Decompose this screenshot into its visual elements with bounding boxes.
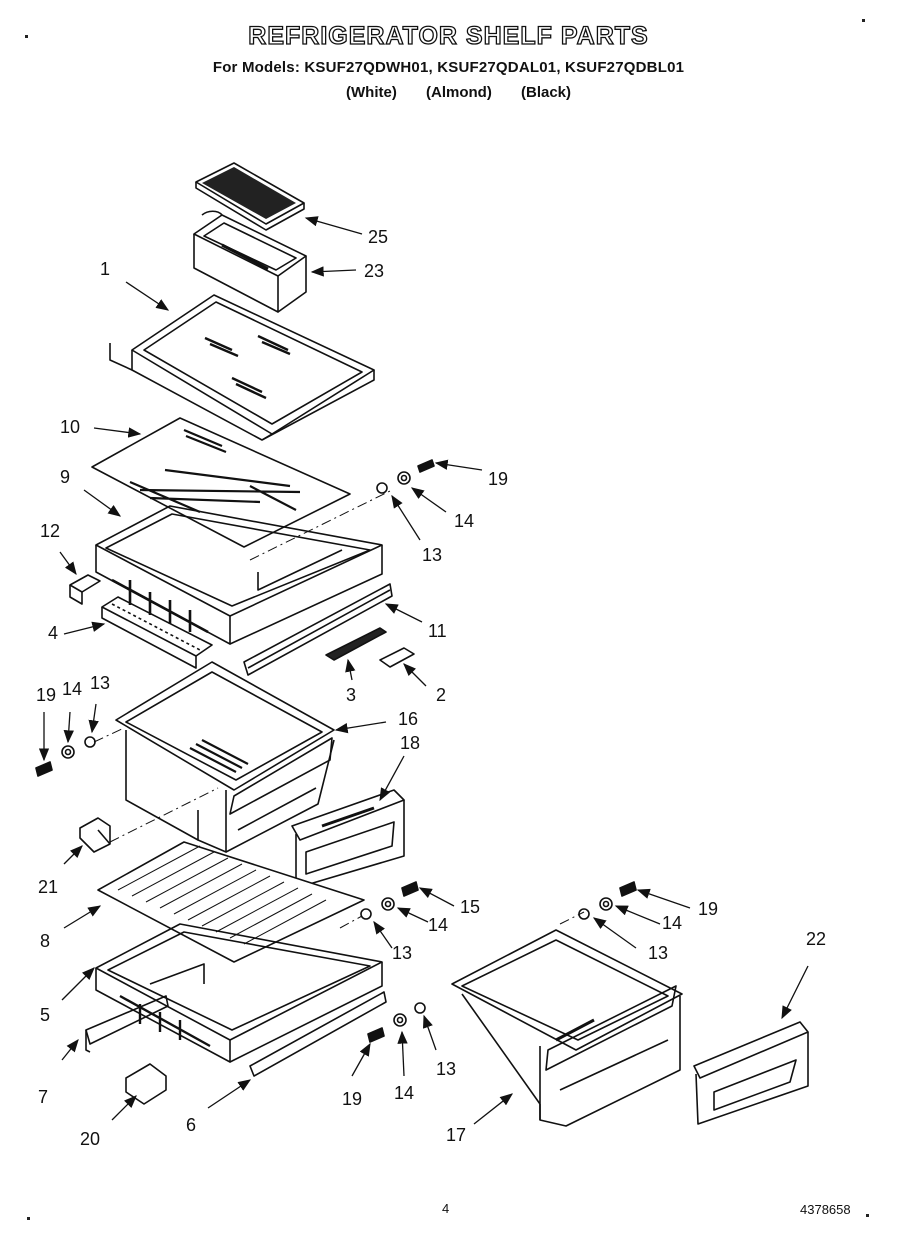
part-7-rail (85, 995, 169, 1053)
callout-21: 21 (38, 877, 59, 897)
callout-4: 4 (48, 623, 59, 643)
part-10-glass (91, 417, 351, 548)
corner-mark (25, 35, 28, 38)
color-label-black: (Black) (521, 84, 572, 101)
corner-mark (27, 1217, 30, 1220)
callout-14: 14 (62, 679, 83, 699)
callout-13: 13 (648, 943, 669, 963)
part-20-clip (125, 1063, 167, 1105)
callout-13: 13 (392, 943, 413, 963)
part-5-lower-frame (95, 923, 383, 1063)
corner-mark (866, 1214, 869, 1217)
callout-15: 15 (460, 897, 481, 917)
callout-11: 11 (428, 621, 447, 641)
callout-23: 23 (364, 261, 385, 281)
models-line: For Models: KSUF27QDWH01, KSUF27QDAL01, … (212, 59, 685, 76)
callout-8: 8 (40, 931, 51, 951)
callout-12: 12 (40, 521, 61, 541)
callout-19: 19 (342, 1089, 363, 1109)
hardware-right (578, 881, 637, 920)
part-12-bracket (69, 574, 101, 605)
callout-17: 17 (446, 1125, 467, 1145)
callout-10: 10 (60, 417, 81, 437)
callout-5: 5 (40, 1005, 51, 1025)
part-22-drawer-front (693, 1021, 809, 1125)
callout-13: 13 (436, 1059, 457, 1079)
callout-14: 14 (394, 1083, 415, 1103)
color-label-white: (White) (346, 84, 397, 101)
callout-14: 14 (454, 511, 475, 531)
part-8-shelf-insert (97, 841, 365, 963)
callout-20: 20 (80, 1129, 101, 1149)
callout-22: 22 (806, 929, 827, 949)
callout-13: 13 (90, 673, 111, 693)
hardware-left-middle (35, 736, 96, 777)
document-number: 4378658 (800, 1202, 851, 1217)
color-label-almond: (Almond) (426, 84, 492, 101)
part-23-bin (193, 210, 307, 313)
part-21-clip (79, 817, 111, 853)
callout-1: 1 (100, 259, 111, 279)
part-3-slide (325, 627, 387, 661)
callout-13: 13 (422, 545, 443, 565)
part-16-crisper (115, 661, 335, 853)
part-18-drawer-front (291, 789, 405, 889)
part-2-slide (379, 647, 415, 668)
callout-16: 16 (398, 709, 419, 729)
part-11-rail (243, 583, 393, 676)
callout-2: 2 (436, 685, 447, 705)
part-17-crisper (451, 929, 683, 1127)
page-number: 4 (442, 1201, 450, 1216)
callout-25: 25 (368, 227, 389, 247)
callout-18: 18 (400, 733, 421, 753)
part-4-rail (101, 596, 213, 669)
part-6-rail (249, 991, 387, 1077)
callout-19: 19 (488, 469, 509, 489)
callout-7: 7 (38, 1087, 49, 1107)
callout-19: 19 (698, 899, 719, 919)
callout-19: 19 (36, 685, 57, 705)
callout-14: 14 (662, 913, 683, 933)
hardware-center (360, 881, 426, 1043)
corner-mark (862, 19, 865, 22)
callout-9: 9 (60, 467, 71, 487)
page-title: REFRIGERATOR SHELF PARTS (248, 21, 649, 50)
hardware-upper-right (376, 459, 435, 494)
part-1-top-shelf (109, 294, 375, 441)
callout-14: 14 (428, 915, 449, 935)
part-9-shelf-frame (95, 505, 383, 645)
callout-6: 6 (186, 1115, 197, 1135)
callout-3: 3 (346, 685, 357, 705)
part-25-lid (195, 162, 305, 231)
